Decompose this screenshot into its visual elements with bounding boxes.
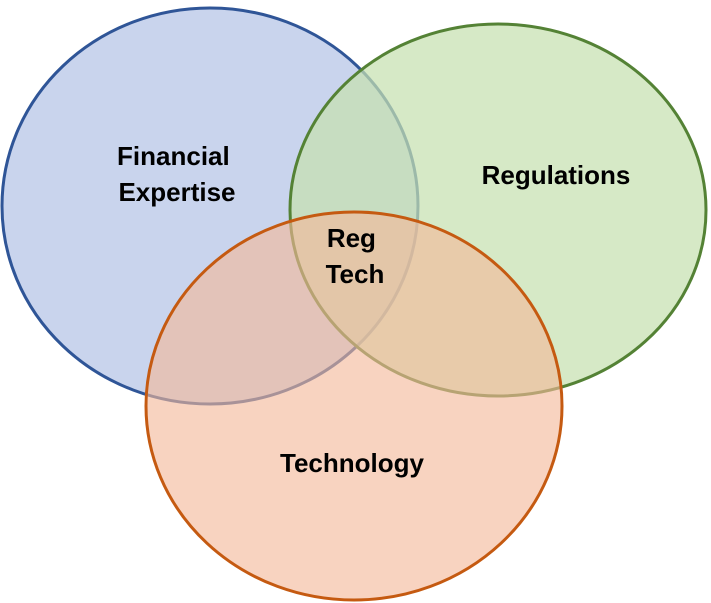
regulations-label-line-1: Regulations <box>482 160 631 190</box>
technology-label-line-1: Technology <box>280 448 425 478</box>
technology-circle <box>144 210 564 602</box>
financial-expertise-label-line-1: Financial <box>117 141 230 171</box>
regtech-center-label-line-2: Tech <box>326 259 385 289</box>
financial-expertise-label: Financial Expertise <box>117 141 237 207</box>
regulations-label: Regulations <box>482 160 631 190</box>
financial-expertise-label-line-2: Expertise <box>118 177 235 207</box>
technology-label: Technology <box>280 448 425 478</box>
regtech-center-label: Reg Tech <box>326 223 385 289</box>
regtech-center-label-line-1: Reg <box>327 223 376 253</box>
